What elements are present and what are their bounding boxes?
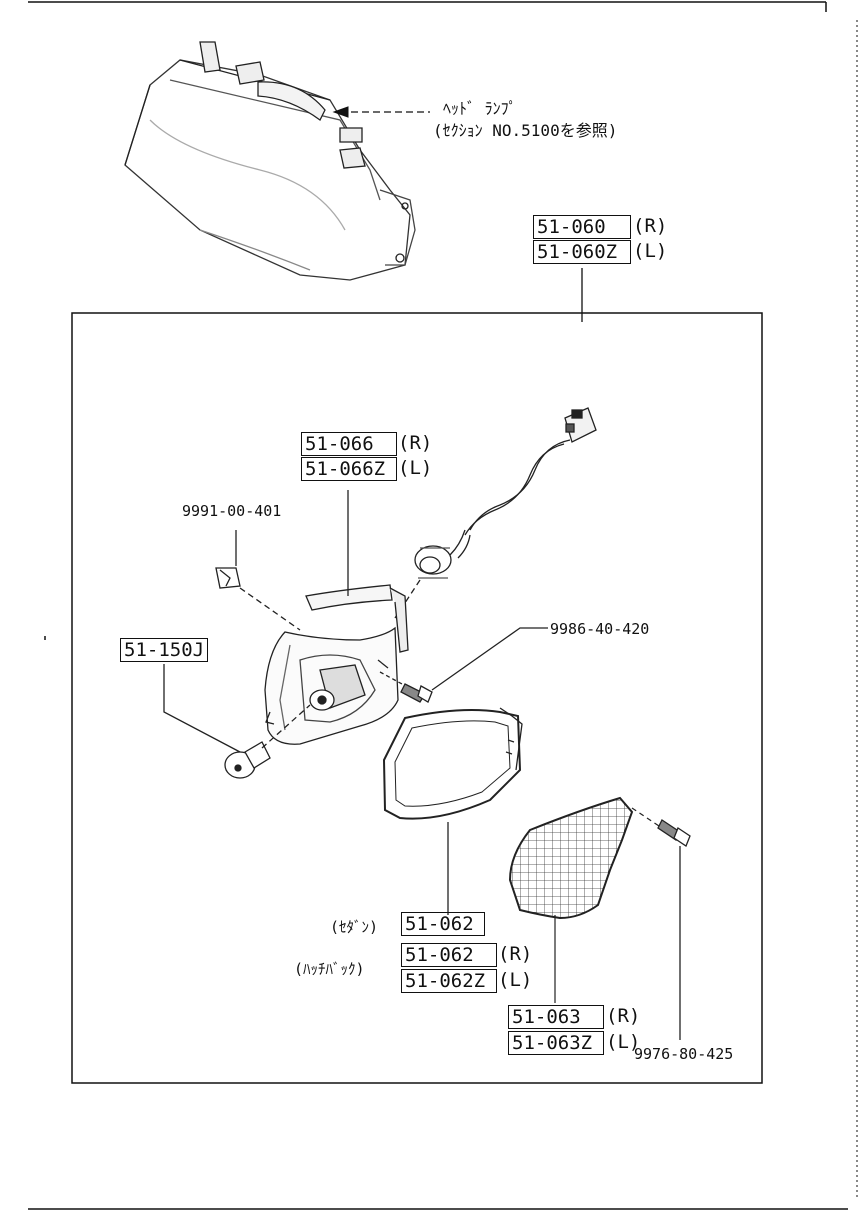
gasket-hatch-code-l[interactable]: 51-062Z: [401, 969, 497, 993]
gasket-sedan-label: (ｾﾀﾞﾝ): [330, 918, 379, 936]
assembly-code-r[interactable]: 51-060: [533, 215, 631, 239]
wiring-harness: [394, 407, 597, 619]
headlamp-ref-line2: (ｾｸｼｮﾝ NO.5100を参照): [433, 121, 618, 140]
housing-tag-r: (R): [398, 432, 433, 454]
housing-screw: [379, 627, 548, 703]
housing-tag-l: (L): [398, 457, 433, 479]
housing-code-l[interactable]: 51-066Z: [301, 457, 397, 481]
housing-screw-code[interactable]: 9986-40-420: [550, 620, 650, 638]
lens-tag-r: (R): [606, 1005, 641, 1027]
headlamp-illustration: [124, 41, 416, 281]
gasket-hatch-label: (ﾊｯﾁﾊﾞｯｸ): [294, 960, 365, 978]
clip-code[interactable]: 9991-00-401: [182, 502, 282, 520]
housing-code-r[interactable]: 51-066: [301, 432, 397, 456]
lens-screw: [657, 819, 691, 1040]
gasket-hatch-code-r[interactable]: 51-062: [401, 943, 497, 967]
lens-tag-l: (L): [606, 1031, 641, 1053]
assembly-tag-l: (L): [633, 240, 668, 262]
lamp-housing: [264, 490, 409, 745]
clip-part: [215, 530, 301, 631]
gasket-hatch-tag-l: (L): [498, 969, 533, 991]
page-frame: [28, 1, 858, 1210]
lens-code-l[interactable]: 51-063Z: [508, 1031, 604, 1055]
headlamp-ref-line1: ﾍｯﾄﾞ ﾗﾝﾌﾟ: [443, 99, 517, 118]
lens-part: [508, 796, 666, 1003]
bulb-code[interactable]: 51-150J: [120, 638, 209, 662]
assembly-tag-r: (R): [633, 215, 668, 237]
gasket-part: [382, 707, 523, 915]
lens-code-r[interactable]: 51-063: [508, 1005, 604, 1029]
headlamp-ref-arrow: [332, 106, 430, 118]
bulb-part: [163, 664, 311, 779]
gasket-sedan-code[interactable]: 51-062: [401, 912, 485, 936]
assembly-frame: [71, 312, 763, 1084]
gasket-hatch-tag-r: (R): [498, 943, 533, 965]
lens-screw-code[interactable]: 9976-80-425: [634, 1045, 734, 1063]
assembly-code-l[interactable]: 51-060Z: [533, 240, 631, 264]
